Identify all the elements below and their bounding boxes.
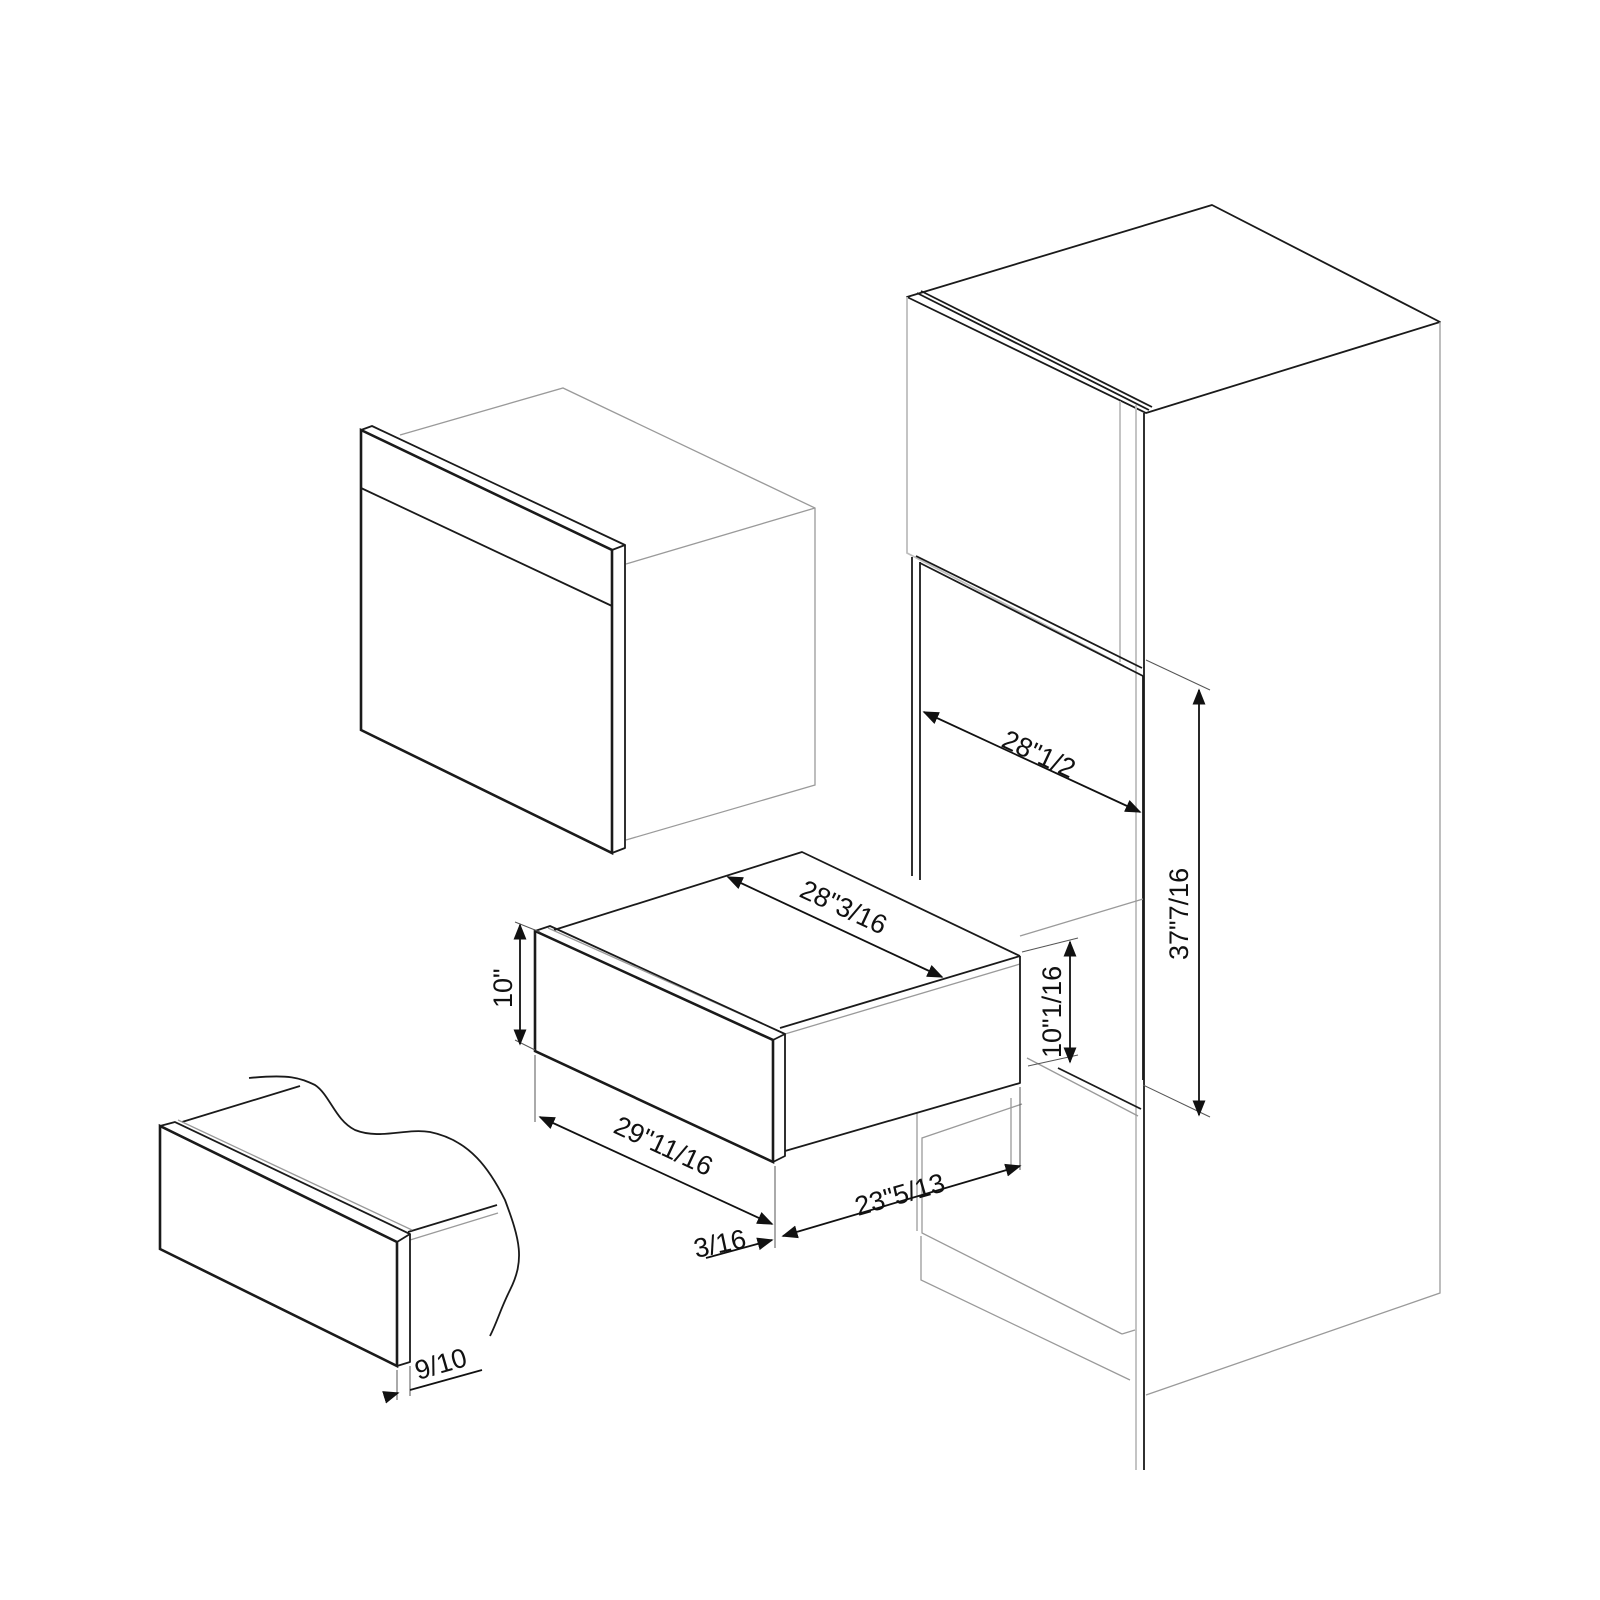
niche-top-outer xyxy=(915,555,1143,669)
niche-bottom xyxy=(1057,1067,1142,1110)
base-cabinet-outline xyxy=(921,1103,1123,1335)
drawer-top-front-edge xyxy=(779,955,1021,1029)
oven xyxy=(359,387,816,856)
detail-top-edge xyxy=(181,1085,301,1123)
drawer-front-top xyxy=(534,925,786,1041)
oven-carcass xyxy=(399,387,816,841)
drawer-top-face xyxy=(553,851,1021,957)
break-line xyxy=(248,1075,520,1337)
drawer-body-depth-label: 23"5/13 xyxy=(851,1168,948,1222)
dimension-drawer-front-width: 29"11/16 xyxy=(534,1055,776,1248)
drawer-front-height-label: 10" xyxy=(488,968,518,1008)
oven-front-panel xyxy=(359,427,614,856)
detail-body-edge-light xyxy=(409,1212,499,1241)
cabinet-top-trim-inner xyxy=(920,290,1153,408)
drawer-front-width-label: 29"11/16 xyxy=(609,1110,717,1182)
niche-width-label: 28"1/2 xyxy=(997,724,1080,784)
cabinet-top-face xyxy=(906,204,1441,414)
detail-body-edge xyxy=(407,1204,498,1233)
plinth-corner xyxy=(1121,1329,1136,1335)
drawer-body-side xyxy=(784,956,1021,1152)
drawer-body-height-label: 10"1/16 xyxy=(1037,966,1067,1058)
detail-front-top xyxy=(159,1121,411,1243)
oven-control-strip-line xyxy=(360,487,613,607)
detail-handle-line xyxy=(177,1119,413,1231)
drawer-front-edge xyxy=(772,1034,786,1163)
tall-cabinet xyxy=(906,204,1441,1470)
dimension-detail-thickness: 9/10 xyxy=(382,1342,483,1404)
cabinet-top-trim xyxy=(916,292,1150,411)
plinth-outline xyxy=(920,1236,1131,1381)
oven-carcass-top-edge xyxy=(625,507,816,565)
dimension-drawer-front-height: 10" xyxy=(488,921,541,1051)
oven-front-side xyxy=(611,545,626,854)
warming-drawer xyxy=(533,851,1021,1165)
niche-top-inner xyxy=(919,562,1144,677)
dimension-drawer-body-height: 10"1/16 xyxy=(1021,937,1079,1067)
drawer-detail xyxy=(158,1075,520,1369)
drawer-level-line xyxy=(1019,898,1144,937)
oven-front-top xyxy=(360,425,626,551)
upper-front-panel xyxy=(906,297,1125,667)
dimension-niche-height: 37"7/16 xyxy=(1142,659,1211,1118)
drawer-top-front-edge-light xyxy=(784,963,1021,1035)
dimension-niche-width: 28"1/2 xyxy=(922,711,1142,813)
detail-thickness-label: 9/10 xyxy=(411,1342,470,1385)
detail-front-edge xyxy=(396,1234,411,1367)
cabinet-right-side xyxy=(1145,322,1441,1396)
niche-bottom-shadow xyxy=(1026,1057,1139,1117)
front-gap-label: 3/16 xyxy=(691,1224,749,1264)
dimension-drawer-depth: 28"3/16 xyxy=(726,874,944,978)
niche-height-label: 37"7/16 xyxy=(1164,868,1194,960)
detail-front-panel xyxy=(158,1123,399,1369)
dimension-front-gap: 3/16 xyxy=(691,1224,774,1264)
dimension-drawer-body-depth: 23"5/13 xyxy=(781,1087,1022,1239)
